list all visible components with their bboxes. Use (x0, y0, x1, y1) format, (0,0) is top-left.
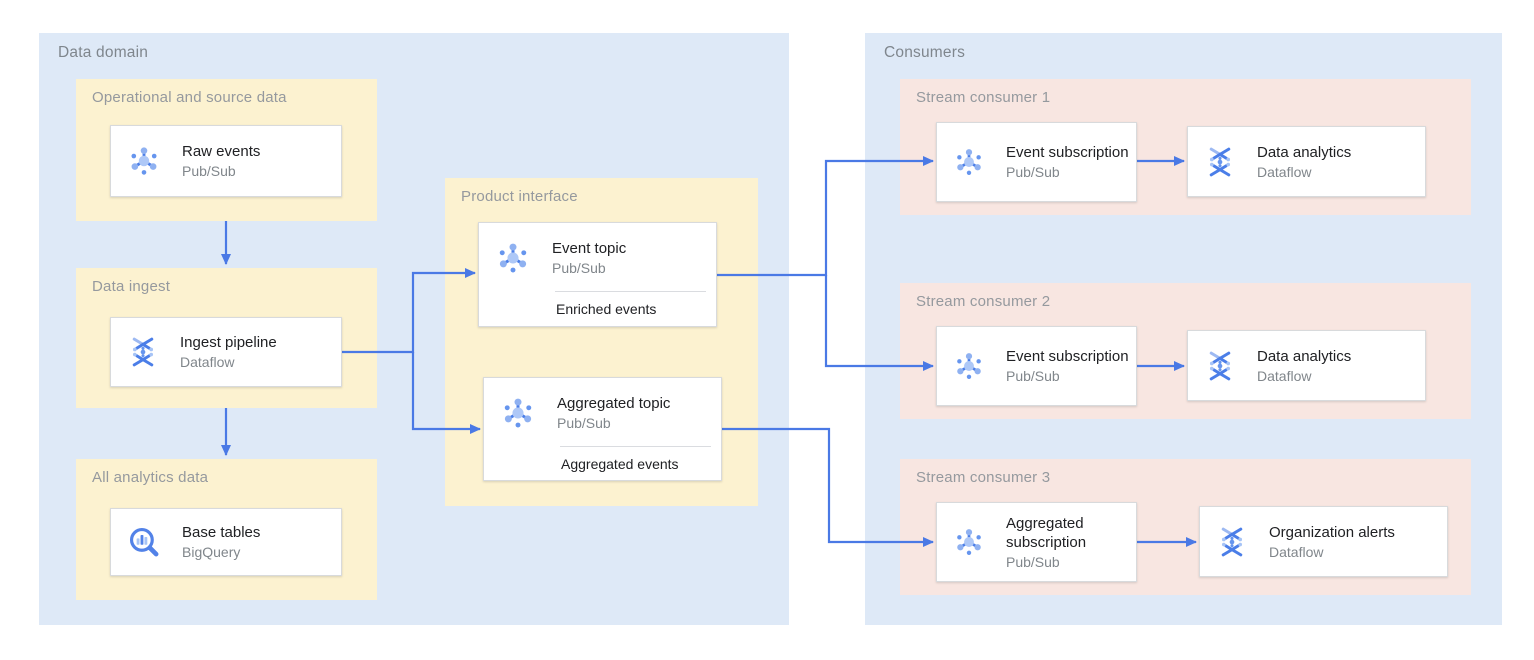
pubsub-icon (952, 145, 986, 179)
group-label: All analytics data (92, 469, 209, 486)
card-title: Base tables (182, 524, 261, 541)
card-product: Dataflow (180, 354, 235, 370)
card-aggregated-subscription-3: Aggregated subscription Pub/Sub (936, 502, 1137, 582)
card-product: Pub/Sub (1006, 553, 1060, 570)
pubsub-icon (952, 525, 986, 559)
group-label: Product interface (461, 188, 578, 205)
card-note: Enriched events (556, 301, 657, 317)
group-label: Data ingest (92, 278, 171, 295)
card-title: Event subscription (1006, 348, 1129, 365)
card-event-subscription-2: Event subscription Pub/Sub (936, 326, 1137, 406)
card-product: Pub/Sub (1006, 368, 1060, 384)
card-product: Pub/Sub (1006, 164, 1060, 180)
card-product: Pub/Sub (557, 415, 611, 431)
bigquery-icon (126, 524, 162, 560)
card-event-subscription-1: Event subscription Pub/Sub (936, 122, 1137, 202)
card-title: Aggregated subscription (1006, 514, 1087, 551)
card-event-topic: Event topic Pub/Sub Enriched events (478, 222, 717, 327)
group-label: Stream consumer 2 (916, 293, 1051, 310)
card-aggregated-topic: Aggregated topic Pub/Sub Aggregated even… (483, 377, 722, 481)
card-title: Aggregated topic (557, 395, 671, 412)
card-data-analytics-2: Data analytics Dataflow (1187, 330, 1426, 401)
card-divider (555, 291, 706, 292)
card-divider (560, 446, 711, 447)
card-title: Data analytics (1257, 347, 1352, 365)
card-product: Dataflow (1257, 367, 1312, 384)
card-product: Pub/Sub (182, 163, 236, 179)
card-note: Aggregated events (561, 456, 679, 472)
card-title: Organization alerts (1269, 523, 1395, 541)
pubsub-icon (494, 239, 532, 277)
card-title: Raw events (182, 143, 261, 160)
dataflow-icon (126, 335, 160, 369)
dataflow-icon (1203, 145, 1237, 179)
card-ingest-pipeline: Ingest pipeline Dataflow (110, 317, 342, 387)
panel-consumers-label: Consumers (884, 44, 966, 61)
panel-data-domain-label: Data domain (58, 44, 149, 61)
card-title: Data analytics (1257, 143, 1352, 161)
pubsub-icon (126, 143, 162, 179)
card-base-tables: Base tables BigQuery (110, 508, 342, 576)
card-data-analytics-1: Data analytics Dataflow (1187, 126, 1426, 197)
dataflow-icon (1215, 525, 1249, 559)
card-title: Event subscription (1006, 144, 1129, 161)
group-label: Stream consumer 3 (916, 469, 1051, 486)
pubsub-icon (499, 394, 537, 432)
card-product: Dataflow (1269, 543, 1324, 560)
card-product: BigQuery (182, 544, 241, 560)
card-title: Ingest pipeline (180, 334, 277, 351)
dataflow-icon (1203, 349, 1237, 383)
group-label: Stream consumer 1 (916, 89, 1051, 106)
card-organization-alerts-3: Organization alerts Dataflow (1199, 506, 1448, 577)
card-title: Event topic (552, 240, 627, 257)
card-raw-events: Raw events Pub/Sub (110, 125, 342, 197)
group-label: Operational and source data (92, 89, 287, 106)
card-product: Pub/Sub (552, 260, 606, 276)
pubsub-icon (952, 349, 986, 383)
card-product: Dataflow (1257, 163, 1312, 180)
